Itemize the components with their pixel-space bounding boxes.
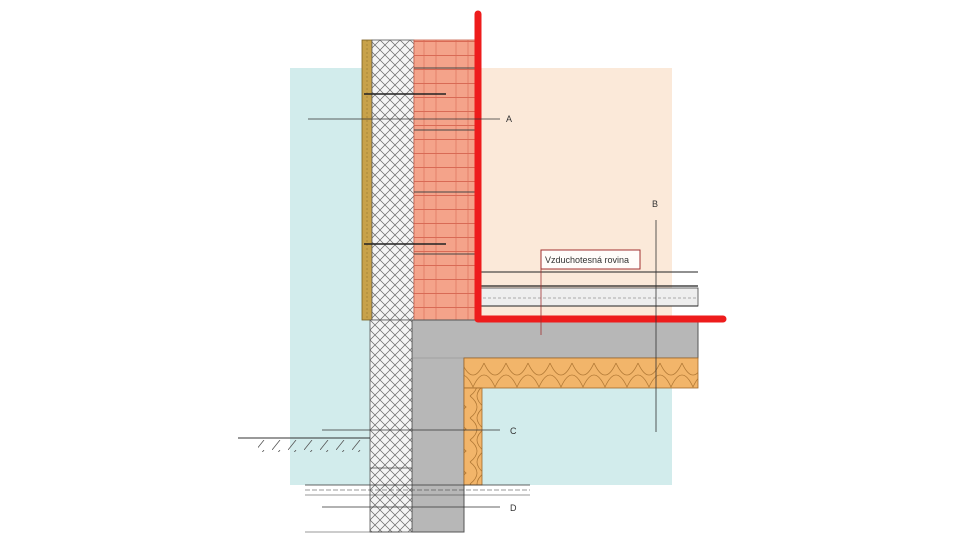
label-d: D [510, 503, 517, 513]
airtight-plane-callout-box [540, 249, 641, 270]
interior-zone [478, 68, 672, 320]
brick-wall [413, 39, 477, 321]
label-a: A [506, 114, 512, 124]
label-c: C [510, 426, 517, 436]
interior-lower-zone [478, 386, 672, 485]
upper-insulation [371, 39, 415, 321]
label-b: B [652, 199, 658, 209]
wall-insulation-lower [463, 387, 483, 486]
airtight-plane-line [474, 10, 727, 323]
floor-screed [477, 287, 699, 307]
lower-insulation [369, 319, 413, 533]
ceiling-insulation [463, 357, 699, 389]
airtight-plane-label: Vzduchotesná rovina [545, 255, 629, 265]
